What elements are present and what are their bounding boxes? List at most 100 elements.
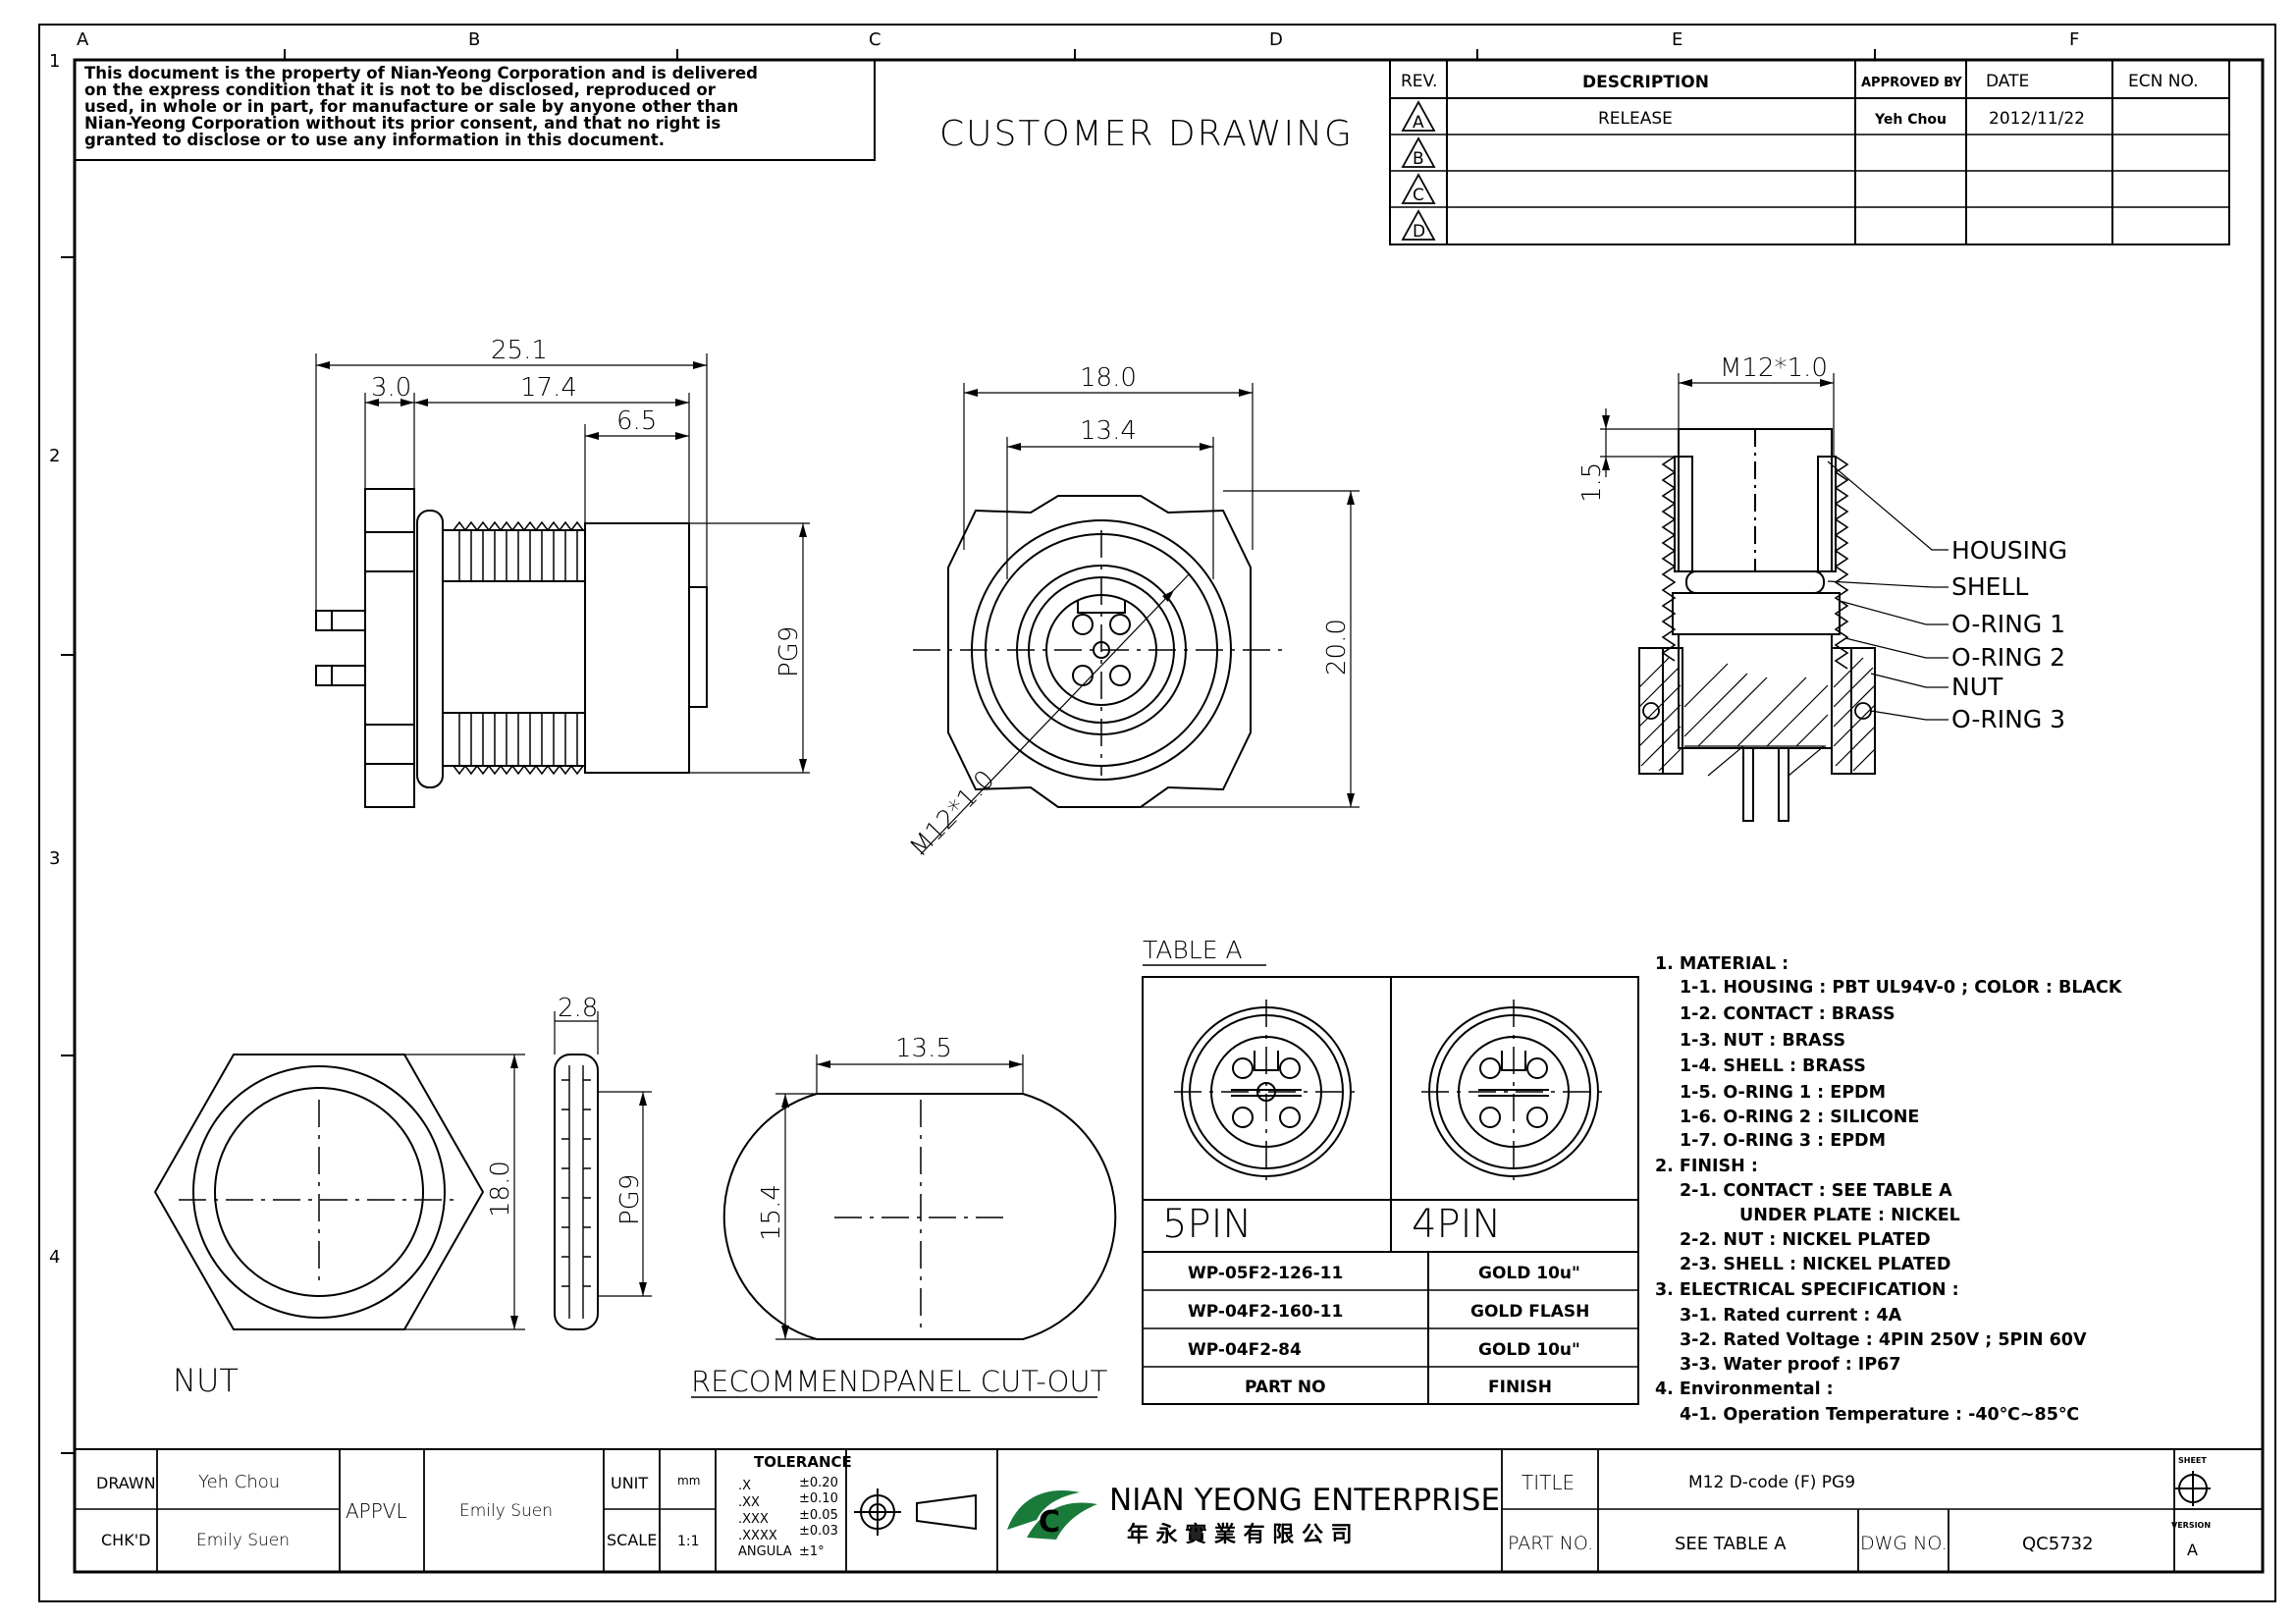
tb-tol-pattern: .XX [738, 1495, 760, 1510]
notice-line: on the express condition that it is not … [84, 81, 717, 99]
dim-section-offset: 1.5 [1577, 462, 1607, 503]
tb-tol-value: ±0.10 [799, 1491, 838, 1506]
part-label-oring-3: O-RING 3 [1951, 705, 2065, 733]
tb-version-value: A [2187, 1541, 2198, 1559]
dim-front-inner: 13.4 [1080, 416, 1137, 446]
dim-nut-thickness: 2.8 [558, 994, 598, 1023]
company-logo-icon: C [1007, 1489, 1097, 1540]
proprietary-notice: This document is the property of Nian-Ye… [84, 64, 758, 149]
tb-approved-by: Emily Suen [459, 1501, 553, 1521]
dim-cutout-width: 13.5 [895, 1034, 952, 1063]
dim-front-width: 18.0 [1080, 363, 1137, 393]
zone-label-3: 3 [49, 848, 60, 869]
tb-tol-value: ±1° [799, 1544, 825, 1559]
zone-label-4: 4 [49, 1247, 60, 1268]
note-line: 1-6. O-RING 2 : SILICONE [1680, 1108, 1919, 1127]
tb-dwg-no-value: QC5732 [2022, 1534, 2094, 1554]
rev-header-ecn: ECN NO. [2128, 72, 2199, 91]
tb-tol-value: ±0.20 [799, 1476, 838, 1490]
note-line: 1-7. O-RING 3 : EPDM [1680, 1131, 1886, 1151]
note-line: 1-5. O-RING 1 : EPDM [1680, 1083, 1886, 1103]
rev-mark-a: A [1413, 113, 1424, 133]
tb-scale-label: SCALE [607, 1531, 657, 1549]
tb-dwg-no-label: DWG NO. [1860, 1533, 1948, 1554]
note-line: 3-2. Rated Voltage : 4PIN 250V ; 5PIN 60… [1680, 1330, 2087, 1350]
tb-version-label: VERSION [2171, 1521, 2211, 1530]
note-line: 2-1. CONTACT : SEE TABLE A [1680, 1181, 1952, 1201]
projection-symbol-icon [854, 1488, 977, 1536]
side-view: 25.1 3.0 17.4 6.5 PG9 [315, 336, 810, 808]
tb-drawn-by: Yeh Chou [198, 1472, 280, 1492]
tb-tol-value: ±0.03 [799, 1524, 838, 1539]
svg-text:C: C [1039, 1505, 1060, 1540]
zone-label-b: B [468, 29, 480, 50]
rev-header-description: DESCRIPTION [1582, 73, 1709, 92]
table-footer-part-no: PART NO [1245, 1378, 1326, 1397]
tb-title-value: M12 D-code (F) PG9 [1688, 1473, 1855, 1492]
nut-view: 18.0 NUT [153, 1054, 525, 1399]
tb-checked-label: CHK'D [101, 1531, 150, 1549]
note-line: 4-1. Operation Temperature : -40℃~85℃ [1680, 1405, 2079, 1425]
cutout-label: RECOMMENDPANEL CUT-OUT [691, 1365, 1108, 1398]
tb-tol-pattern: .XXXX [738, 1529, 777, 1543]
dim-side-total: 25.1 [491, 336, 548, 365]
tb-company-name: NIAN YEONG ENTERPRISE [1109, 1483, 1500, 1518]
rev-mark-d: D [1413, 222, 1425, 242]
section-view: M12*1.0 1.5 HOUSING SHELL O-RING 1 O-RIN… [1577, 353, 2067, 822]
tb-sheet-label: SHEET [2178, 1456, 2207, 1465]
part-label-oring-2: O-RING 2 [1951, 643, 2065, 672]
note-line: 3-3. Water proof : IP67 [1680, 1355, 1901, 1375]
tb-tolerance-title: TOLERANCE [754, 1453, 852, 1471]
dim-side-flange: 3.0 [371, 373, 411, 403]
zone-row-labels: 1 2 3 4 [49, 51, 60, 1268]
tb-approval-label: APPVL [346, 1499, 407, 1523]
part-label-nut: NUT [1951, 673, 2003, 701]
part-label-housing: HOUSING [1951, 536, 2067, 565]
table-a-title: TABLE A [1143, 936, 1243, 964]
zone-label-d: D [1269, 29, 1283, 50]
tb-tol-pattern: .XXX [738, 1512, 769, 1527]
table-row-part-no: WP-05F2-126-11 [1188, 1264, 1343, 1283]
table-footer-finish: FINISH [1488, 1378, 1552, 1397]
tb-drawn-label: DRAWN [96, 1474, 156, 1492]
notice-box [74, 59, 876, 161]
note-line: 3. ELECTRICAL SPECIFICATION : [1655, 1280, 1959, 1300]
rev-description: RELEASE [1598, 109, 1673, 129]
sheet-symbol-icon [2175, 1471, 2211, 1506]
tb-title-label: TITLE [1522, 1471, 1575, 1494]
dim-side-rear: 6.5 [616, 406, 657, 436]
zone-ticks [61, 49, 1876, 1454]
revision-table: REV. DESCRIPTION APPROVED BY DATE ECN NO… [1389, 59, 2230, 245]
cutout-view: 13.5 15.4 RECOMMENDPANEL CUT-OUT [691, 1034, 1117, 1398]
dim-cutout-height: 15.4 [757, 1184, 786, 1241]
dim-section-thread: M12*1.0 [1720, 353, 1828, 383]
tb-scale: 1:1 [677, 1534, 700, 1549]
pin-label-4pin: 4PIN [1412, 1202, 1501, 1247]
notes: 1. MATERIAL : 1-1. HOUSING : PBT UL94V-0… [1655, 954, 2123, 1425]
rev-mark-c: C [1413, 186, 1424, 205]
tb-company-name-cn: 年 永 實 業 有 限 公 司 [1127, 1522, 1353, 1547]
note-line: 4. Environmental : [1655, 1380, 1834, 1399]
zone-column-labels: A B C D E F [77, 29, 2079, 50]
tb-tol-pattern: ANGULA [738, 1544, 792, 1559]
dim-nut-thread: PG9 [615, 1174, 645, 1225]
notice-line: This document is the property of Nian-Ye… [84, 64, 758, 82]
notice-line: used, in whole or in part, for manufactu… [84, 97, 738, 116]
note-line: 2. FINISH : [1655, 1157, 1758, 1176]
tb-unit-label: UNIT [611, 1474, 648, 1492]
zone-label-2: 2 [49, 446, 60, 466]
nut-label: NUT [173, 1362, 239, 1399]
notice-line: granted to disclose or to use any inform… [84, 131, 665, 149]
dim-front-thread: M12*1.0 [904, 765, 1000, 863]
zone-label-1: 1 [49, 51, 60, 72]
drawing-title: CUSTOMER DRAWING [939, 114, 1354, 154]
tb-checked-by: Emily Suen [196, 1531, 290, 1550]
tb-unit: mm [677, 1474, 700, 1488]
note-line: 1-3. NUT : BRASS [1680, 1031, 1845, 1051]
outer-border [38, 24, 2276, 1602]
tb-tol-value: ±0.05 [799, 1508, 838, 1523]
dim-side-thread: PG9 [774, 626, 804, 677]
front-view: 18.0 13.4 20.0 M12*1.0 [904, 363, 1360, 863]
tb-part-no-label: PART NO. [1508, 1533, 1593, 1554]
